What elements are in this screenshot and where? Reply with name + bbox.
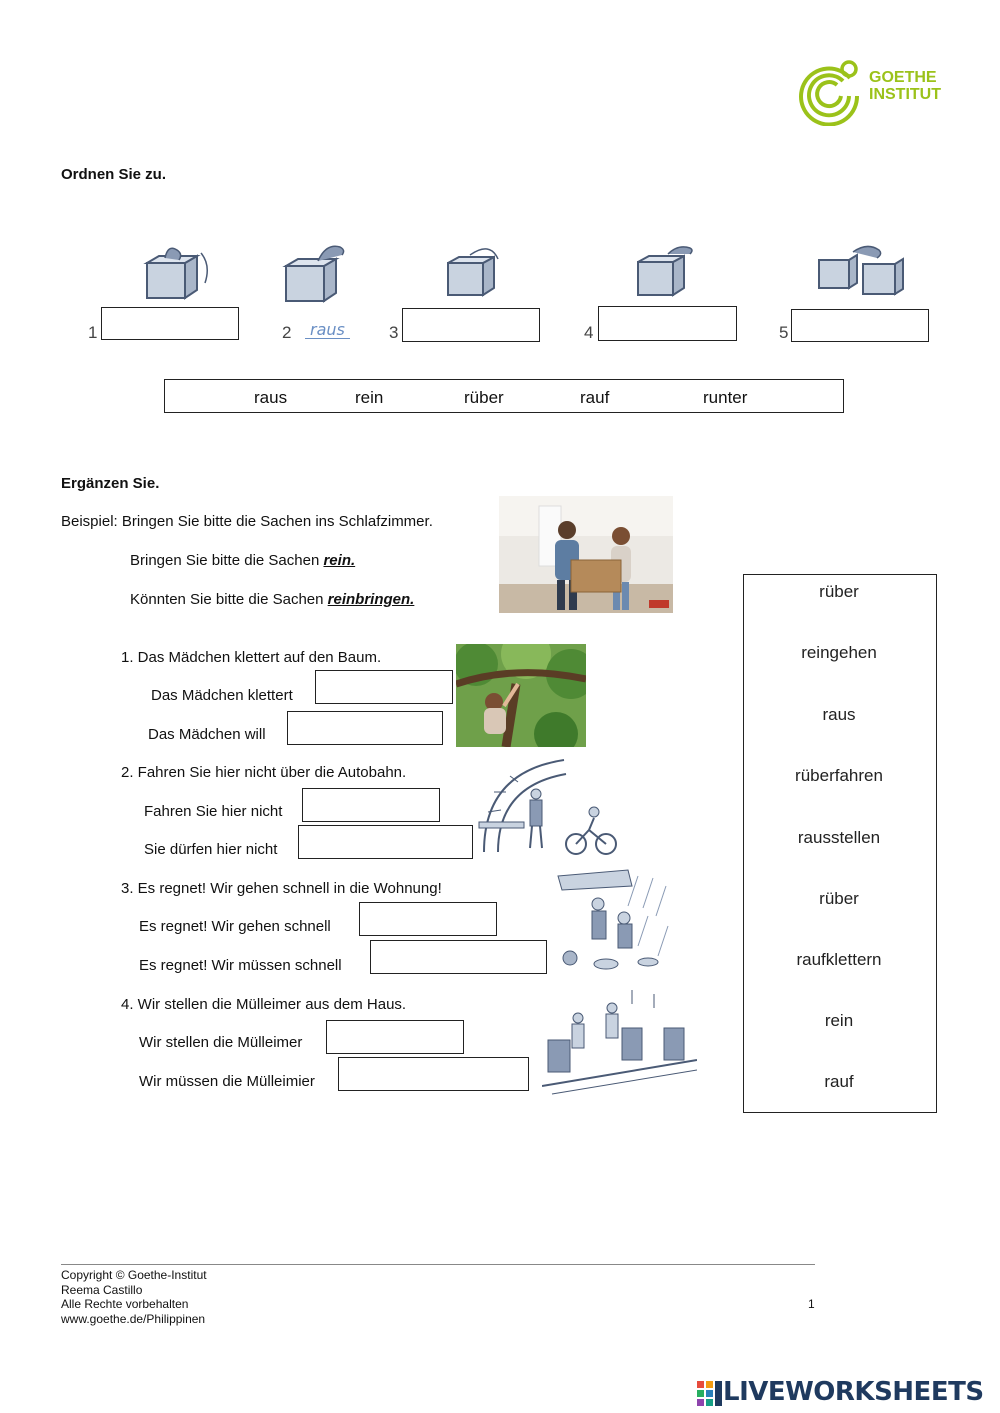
side-word-item: rüber xyxy=(819,582,859,601)
box-illustration-2 xyxy=(282,245,345,303)
example-line-1-prefix: Bringen Sie bitte die Sachen xyxy=(130,552,320,569)
exercise-2-line-2: Sie dürfen hier nicht xyxy=(144,841,278,858)
word-bank-item: rauf xyxy=(580,388,610,407)
example-answer-raus: raus xyxy=(305,321,350,339)
side-word-item: rauf xyxy=(824,1072,854,1091)
exercise-4-line-2: Wir müssen die Mülleimier xyxy=(139,1073,315,1090)
footer-copyright: Copyright © Goethe-Institut xyxy=(61,1268,207,1282)
item-number-5: 5 xyxy=(779,323,789,342)
goethe-logo-line2: INSTITUT xyxy=(869,86,941,103)
exercise-3-line-1: Es regnet! Wir gehen schnell xyxy=(139,918,331,935)
moving-couple-photo xyxy=(499,496,673,613)
word-bank-item: rein xyxy=(355,388,384,407)
exercise-2-input-2[interactable] xyxy=(298,825,473,859)
example-line-1: Bringen Sie bitte die Sachen rein. xyxy=(130,552,355,569)
footer-page-number: 1 xyxy=(808,1297,815,1311)
exercise-1-input-1[interactable] xyxy=(315,670,453,704)
word-bank: raus rein rüber rauf runter xyxy=(164,379,844,413)
exercise-1-input-2[interactable] xyxy=(287,711,443,745)
exercise-1-line-1: Das Mädchen klettert xyxy=(151,687,293,704)
answer-box-5[interactable] xyxy=(791,309,929,342)
trash-bins-illustration xyxy=(542,990,697,1095)
liveworksheets-wordmark: LIVEWORKSHEETS xyxy=(723,1377,984,1407)
footer-rights: Alle Rechte vorbehalten xyxy=(61,1297,189,1311)
section2-heading: Ergänzen Sie. xyxy=(61,475,160,492)
word-bank-item: runter xyxy=(703,388,748,407)
item-number-4: 4 xyxy=(584,323,594,342)
example-line-2: Könnten Sie bitte die Sachen reinbringen… xyxy=(130,591,414,608)
word-bank-item: rüber xyxy=(464,388,504,407)
item-number-3: 3 xyxy=(389,323,399,342)
box-illustration-4 xyxy=(637,246,693,297)
example-line-2-answer: reinbringen. xyxy=(327,591,415,608)
word-bank-item: raus xyxy=(254,388,288,407)
girl-climbing-tree-photo xyxy=(456,644,586,747)
item-number-2: 2 xyxy=(282,323,292,342)
footer-divider xyxy=(61,1264,815,1265)
example-label: Beispiel: Bringen Sie bitte die Sachen i… xyxy=(61,513,433,530)
exercise-2-input-1[interactable] xyxy=(302,788,440,822)
exercise-4-input-2[interactable] xyxy=(338,1057,529,1091)
answer-box-3[interactable] xyxy=(402,308,540,342)
footer-author: Reema Castillo xyxy=(61,1283,143,1297)
example-line-2-prefix: Könnten Sie bitte die Sachen xyxy=(130,591,324,608)
side-word-item: rüberfahren xyxy=(795,766,883,785)
highway-police-illustration xyxy=(478,759,617,855)
exercise-3-line-2: Es regnet! Wir müssen schnell xyxy=(139,957,342,974)
exercise-4-line-1: Wir stellen die Mülleimer xyxy=(139,1034,303,1051)
exercise-3-input-2[interactable] xyxy=(370,940,547,974)
example-line-1-answer: rein. xyxy=(323,552,356,569)
answer-box-1[interactable] xyxy=(101,307,239,340)
footer-website: www.goethe.de/Philippinen xyxy=(61,1312,206,1326)
goethe-logo-text: GOETHE INSTITUT xyxy=(869,69,941,103)
answer-box-4[interactable] xyxy=(598,306,737,341)
exercise-3-input-1[interactable] xyxy=(359,902,497,936)
section1-heading: Ordnen Sie zu. xyxy=(61,166,167,183)
exercise-3-sentence: 3. Es regnet! Wir gehen schnell in die W… xyxy=(121,880,442,897)
box-illustration-3 xyxy=(447,248,499,297)
goethe-logo-line1: GOETHE xyxy=(869,69,937,86)
item-number-1: 1 xyxy=(88,323,98,342)
side-word-item: raufklettern xyxy=(796,950,882,969)
box-illustration-1 xyxy=(143,247,208,300)
exercise-2-line-1: Fahren Sie hier nicht xyxy=(144,803,283,820)
box-illustration-5 xyxy=(818,245,904,296)
side-word-item: rein xyxy=(824,1011,854,1030)
side-word-item: raus xyxy=(822,705,856,724)
side-word-item: reingehen xyxy=(801,643,877,662)
goethe-logo-mark xyxy=(799,60,860,127)
exercise-1-line-2: Das Mädchen will xyxy=(148,726,266,743)
liveworksheets-logo-icon xyxy=(697,1381,722,1406)
side-word-item: rüber xyxy=(819,889,859,908)
side-word-bank: rüber reingehen raus rüberfahren rausste… xyxy=(743,574,937,1113)
exercise-4-input-1[interactable] xyxy=(326,1020,464,1054)
side-word-item: rausstellen xyxy=(797,828,881,847)
exercise-1-sentence: 1. Das Mädchen klettert auf den Baum. xyxy=(121,649,382,666)
exercise-4-sentence: 4. Wir stellen die Mülleimer aus dem Hau… xyxy=(121,996,407,1013)
exercise-2-sentence: 2. Fahren Sie hier nicht über die Autoba… xyxy=(121,764,407,781)
goethe-logo: GOETHE INSTITUT xyxy=(795,56,945,127)
rain-people-illustration xyxy=(557,869,669,970)
